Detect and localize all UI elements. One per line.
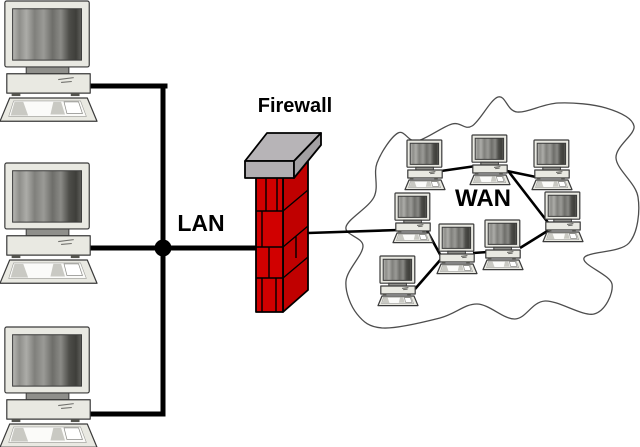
lan-pc-1 <box>0 0 98 122</box>
firewall-wall-front <box>255 167 284 313</box>
firewall-wall <box>244 132 322 313</box>
wan-pc-top-middle <box>469 134 511 185</box>
lan-computers <box>0 0 98 447</box>
wan-pc-mid-left <box>392 192 434 243</box>
wan-link-5 <box>414 257 443 290</box>
wan-pc-top-left <box>404 139 446 190</box>
firewall-to-wan-link <box>307 228 400 235</box>
firewall-cap-front <box>244 160 295 179</box>
wan-pc-center-right <box>482 219 524 270</box>
firewall-label: Firewall <box>258 95 332 117</box>
wan-link-2 <box>506 169 537 179</box>
lan-junction-dot <box>154 239 172 257</box>
lan-pc-2 <box>0 162 98 284</box>
wan-pc-right <box>542 191 584 242</box>
wan-pc-bottom-left <box>377 255 419 306</box>
wan-label: WAN <box>455 185 511 212</box>
lan-pc-3 <box>0 326 98 447</box>
firewall-brick-joints <box>256 178 309 312</box>
wan-link-4 <box>423 226 444 259</box>
wan-link-1 <box>440 164 477 173</box>
lan-cables <box>85 83 260 417</box>
wan-link-7 <box>519 228 550 250</box>
lan-label: LAN <box>177 210 224 236</box>
firewall-cap-side <box>293 132 322 179</box>
wan-pc-center <box>436 223 478 274</box>
wan-pc-top-right <box>531 139 573 190</box>
